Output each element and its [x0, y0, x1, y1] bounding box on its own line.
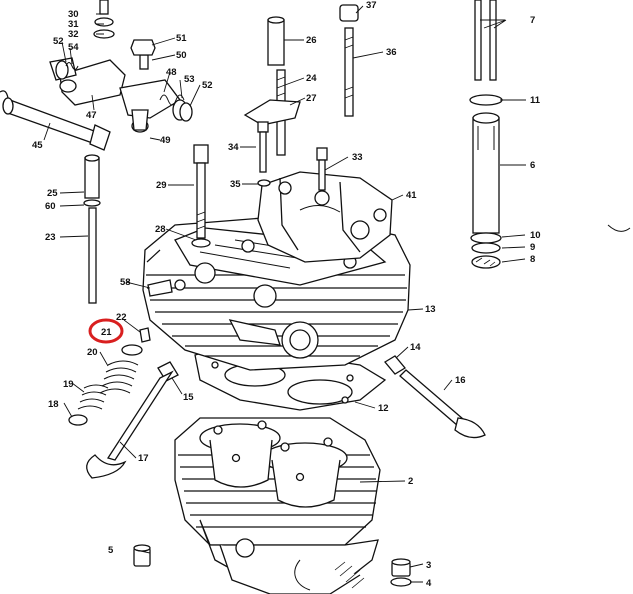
label-17: 17 — [138, 453, 149, 464]
washer-60 — [83, 199, 101, 207]
seals-8-10 — [470, 232, 502, 269]
label-3: 3 — [426, 560, 431, 571]
label-52a: 52 — [53, 36, 64, 47]
label-7: 7 — [530, 15, 535, 26]
label-24: 24 — [306, 73, 317, 84]
stud-36 — [344, 27, 354, 117]
label-35: 35 — [230, 179, 241, 190]
label-2: 2 — [408, 476, 413, 487]
valve-guide-14 — [384, 355, 406, 375]
tappet-guide-25 — [84, 154, 100, 199]
label-30: 30 — [68, 9, 79, 20]
cylinder-barrel — [174, 417, 381, 546]
stud-33 — [316, 147, 328, 191]
label-58: 58 — [120, 277, 131, 288]
nut-5 — [133, 544, 151, 567]
label-5: 5 — [108, 545, 114, 556]
label-13: 13 — [425, 304, 436, 315]
label-41: 41 — [406, 190, 417, 201]
label-12: 12 — [378, 403, 389, 414]
stud-26 — [267, 16, 285, 66]
crankcase-base — [199, 519, 379, 594]
valve-collar-21 — [121, 344, 143, 356]
label-10: 10 — [530, 230, 541, 241]
stray-mark — [607, 224, 631, 232]
dowel-58 — [147, 279, 173, 297]
rocker-spindle-45 — [0, 90, 111, 151]
label-21: 21 — [101, 327, 112, 338]
washer-4 — [390, 577, 412, 587]
rocker-box — [257, 171, 393, 263]
label-6: 6 — [530, 160, 535, 171]
label-53: 53 — [184, 74, 195, 85]
pushrod-23 — [88, 207, 97, 304]
label-51: 51 — [176, 33, 187, 44]
label-49: 49 — [160, 135, 171, 146]
label-45: 45 — [32, 140, 43, 151]
label-34: 34 — [228, 142, 239, 153]
label-9: 9 — [530, 242, 535, 253]
head-bolt-29 — [193, 144, 209, 239]
top-items-30-32 — [93, 0, 115, 39]
label-52b: 52 — [202, 80, 213, 91]
label-27: 27 — [306, 93, 317, 104]
collets-22 — [139, 327, 151, 343]
valve-17 — [86, 370, 174, 479]
label-25: 25 — [47, 188, 58, 199]
rocker-arm-48 — [119, 79, 181, 133]
adjuster-50-51 — [130, 39, 156, 70]
label-33: 33 — [352, 152, 363, 163]
callout-labels: 30 31 32 52 54 51 50 48 53 52 47 49 45 2… — [32, 0, 541, 589]
label-19: 19 — [63, 379, 74, 390]
label-47: 47 — [86, 110, 97, 121]
washer-28 — [191, 238, 211, 248]
screw-34 — [257, 121, 269, 173]
washer-35 — [257, 179, 271, 187]
label-50: 50 — [176, 50, 187, 61]
nut-37 — [339, 4, 359, 22]
valve-16 — [399, 369, 486, 439]
pushrods-7 — [474, 0, 497, 81]
label-20: 20 — [87, 347, 98, 358]
label-15: 15 — [183, 392, 194, 403]
label-26: 26 — [306, 35, 317, 46]
o-ring-11 — [469, 94, 503, 106]
spring-seat-18 — [68, 414, 88, 426]
pushrod-tube-6 — [472, 112, 500, 234]
leader-lines — [43, 5, 526, 583]
label-22: 22 — [116, 312, 127, 323]
label-36: 36 — [386, 47, 397, 58]
label-16: 16 — [455, 375, 466, 386]
label-14: 14 — [410, 342, 421, 353]
label-11: 11 — [530, 95, 541, 106]
label-29: 29 — [156, 180, 167, 191]
label-8: 8 — [530, 254, 535, 265]
washers-52 — [55, 60, 193, 122]
valve-spring-20 — [99, 360, 139, 394]
highlight-circle-21 — [88, 318, 124, 344]
nut-3 — [391, 558, 411, 577]
valve-spring-19 — [77, 384, 109, 410]
label-32: 32 — [68, 29, 79, 40]
label-37: 37 — [366, 0, 377, 11]
label-18: 18 — [48, 399, 59, 410]
label-31: 31 — [68, 19, 79, 30]
springs-53-54 — [65, 62, 185, 106]
label-4: 4 — [426, 578, 432, 589]
label-54: 54 — [68, 42, 79, 53]
label-48: 48 — [166, 67, 177, 78]
label-28: 28 — [155, 224, 166, 235]
label-60: 60 — [45, 201, 56, 212]
label-23: 23 — [45, 232, 56, 243]
